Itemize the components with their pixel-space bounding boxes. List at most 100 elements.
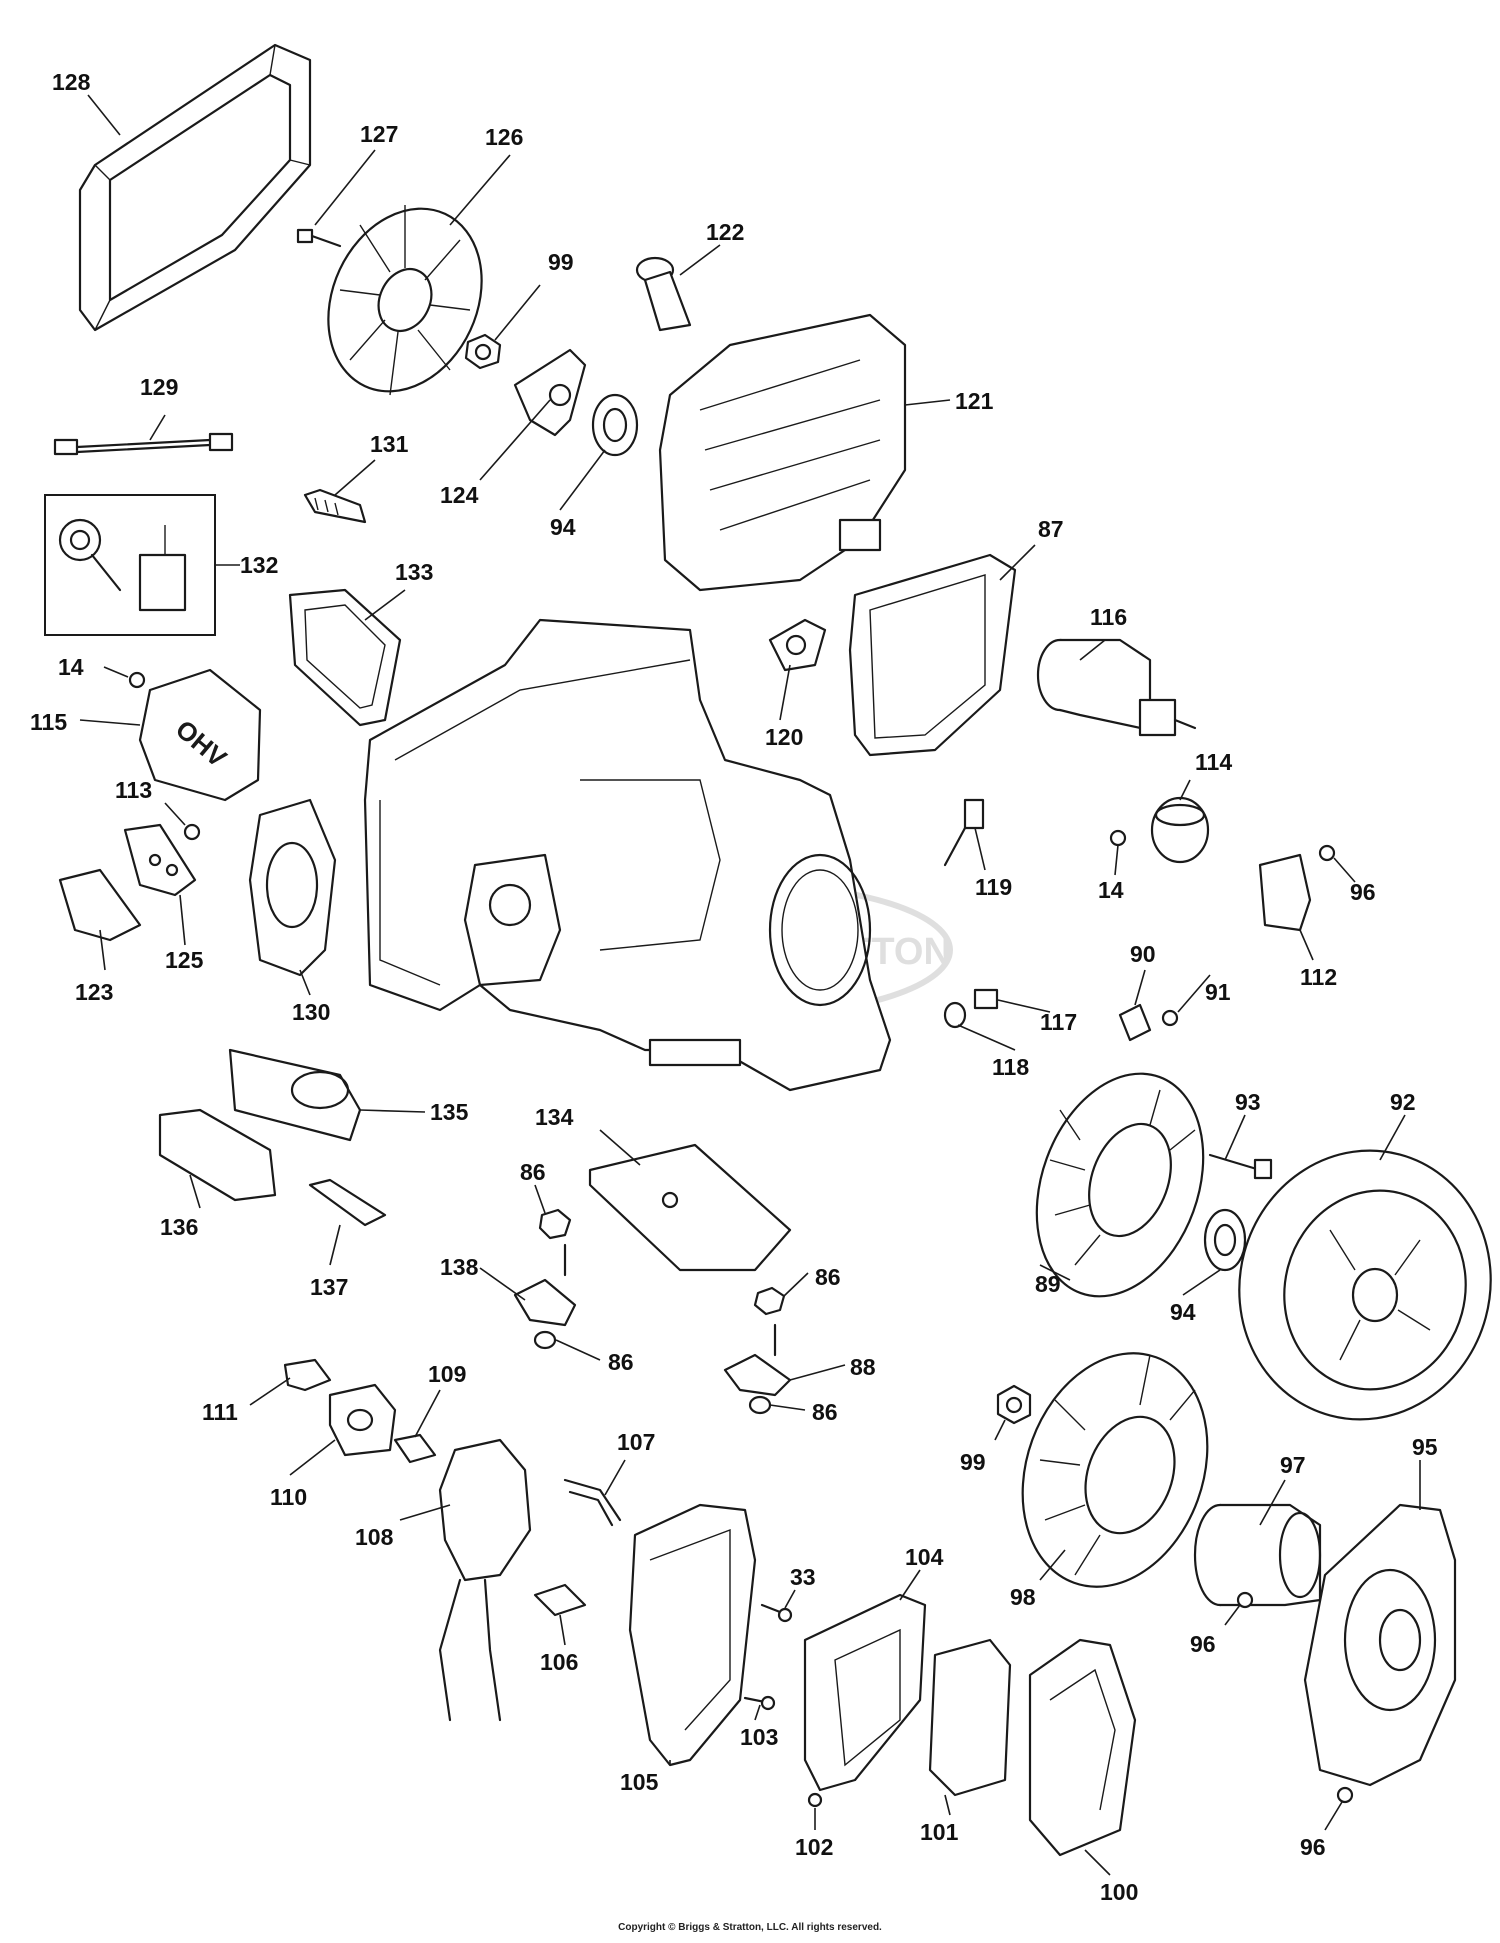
part-nut-113	[183, 823, 201, 841]
callout-101: 101	[920, 1819, 959, 1845]
callout-102: 102	[795, 1834, 833, 1860]
callout-96-lower: 96	[1300, 1834, 1326, 1860]
part-head-gasket	[248, 798, 337, 977]
inset-box-132	[44, 494, 216, 636]
callout-96-middle: 96	[1190, 1631, 1216, 1657]
part-screw-14-right	[1109, 829, 1127, 847]
callout-116: 116	[1090, 604, 1127, 630]
part-hose-107	[563, 1478, 622, 1527]
part-bolt-93	[1208, 1153, 1273, 1180]
callout-134: 134	[535, 1104, 574, 1130]
part-washer-118	[943, 1001, 967, 1029]
part-gasket-111	[283, 1358, 332, 1392]
part-screw-14-left	[128, 671, 146, 689]
callout-137: 137	[310, 1274, 348, 1300]
callout-107: 107	[617, 1429, 655, 1455]
part-dipstick	[943, 798, 985, 867]
part-spark-plug	[303, 488, 367, 524]
part-filter-cover-104	[803, 1593, 927, 1792]
part-nut-86-a	[538, 1208, 572, 1240]
part-gasket-106	[533, 1583, 587, 1617]
callout-136: 136	[160, 1214, 198, 1240]
callout-99-upper: 99	[548, 249, 574, 275]
callout-94-lower: 94	[1170, 1299, 1196, 1325]
part-screw-96-upper	[1318, 844, 1336, 862]
callout-118: 118	[992, 1054, 1029, 1080]
callout-131: 131	[370, 431, 409, 457]
part-plate-124	[513, 348, 587, 437]
callout-94-upper: 94	[550, 514, 576, 540]
part-gasket-87	[848, 553, 1017, 757]
part-recoil-starter	[1303, 1503, 1457, 1787]
part-carburetor	[438, 1438, 532, 1722]
part-cup-97	[1193, 1503, 1322, 1607]
callout-127: 127	[360, 121, 398, 147]
callout-87: 87	[1038, 516, 1064, 542]
part-engine-block	[363, 618, 892, 1092]
callout-111: 111	[202, 1399, 238, 1425]
callout-121: 121	[955, 388, 994, 414]
part-starter-116	[1036, 638, 1197, 737]
callout-14-right: 14	[1098, 877, 1124, 903]
part-screw-103	[743, 1695, 776, 1711]
part-rod-129	[53, 432, 234, 456]
callout-135: 135	[430, 1099, 469, 1125]
part-valve-cover: OHV	[138, 668, 262, 802]
part-shroud-frame	[78, 43, 312, 332]
callout-115: 115	[30, 709, 67, 735]
callout-112: 112	[1300, 964, 1337, 990]
part-intake-135	[228, 1048, 362, 1142]
callout-129: 129	[140, 374, 178, 400]
part-cover-100	[1028, 1638, 1137, 1857]
part-mount-88	[723, 1323, 792, 1397]
part-gasket-109	[393, 1433, 437, 1464]
callout-97: 97	[1280, 1452, 1306, 1478]
callout-95: 95	[1412, 1434, 1438, 1460]
callout-labels: 128 127 126 99 122 121 129 131 124 94 13…	[30, 69, 1438, 1905]
part-solenoid-114	[1150, 796, 1210, 864]
part-seal-lower	[1203, 1208, 1247, 1272]
part-muffler	[658, 313, 907, 592]
part-pipe-122	[635, 256, 692, 332]
part-screw-33	[760, 1603, 793, 1623]
callout-91: 91	[1205, 979, 1231, 1005]
callout-105: 105	[620, 1769, 659, 1795]
part-nut-86-d	[748, 1395, 772, 1415]
part-air-cleaner-base	[628, 1503, 757, 1767]
callout-119: 119	[975, 874, 1012, 900]
callout-126: 126	[485, 124, 523, 150]
callout-113: 113	[115, 777, 152, 803]
callout-110: 110	[270, 1484, 307, 1510]
callout-108: 108	[355, 1524, 394, 1550]
part-bolt-127	[296, 228, 342, 248]
callout-117: 117	[1040, 1009, 1077, 1035]
part-fan-lower	[1021, 1352, 1209, 1588]
part-mount-138	[513, 1243, 577, 1327]
part-screw-102	[807, 1792, 823, 1808]
part-flywheel	[1238, 1149, 1492, 1421]
callout-14-left: 14	[58, 654, 84, 680]
callout-128: 128	[52, 69, 91, 95]
part-nut-lower	[996, 1384, 1032, 1425]
callout-133: 133	[395, 559, 433, 585]
leader-lines	[79, 94, 1421, 1876]
callout-89: 89	[1035, 1271, 1061, 1297]
callout-103: 103	[740, 1724, 778, 1750]
callout-90: 90	[1130, 941, 1156, 967]
callout-86-a: 86	[520, 1159, 546, 1185]
callout-86-d: 86	[812, 1399, 838, 1425]
part-gasket-120	[768, 618, 827, 672]
callout-33: 33	[790, 1564, 816, 1590]
callout-88: 88	[850, 1354, 876, 1380]
part-screw-96-middle	[1236, 1591, 1254, 1609]
callout-96-upper: 96	[1350, 879, 1376, 905]
part-nut-upper	[464, 333, 502, 370]
part-stator	[1035, 1072, 1205, 1298]
part-filter-element	[928, 1638, 1012, 1797]
callout-138: 138	[440, 1254, 479, 1280]
part-bracket-90	[1118, 1003, 1152, 1042]
part-seal-upper	[591, 393, 639, 457]
part-fan-upper	[327, 205, 483, 396]
copyright-notice: Copyright © Briggs & Stratton, LLC. All …	[618, 1922, 882, 1933]
